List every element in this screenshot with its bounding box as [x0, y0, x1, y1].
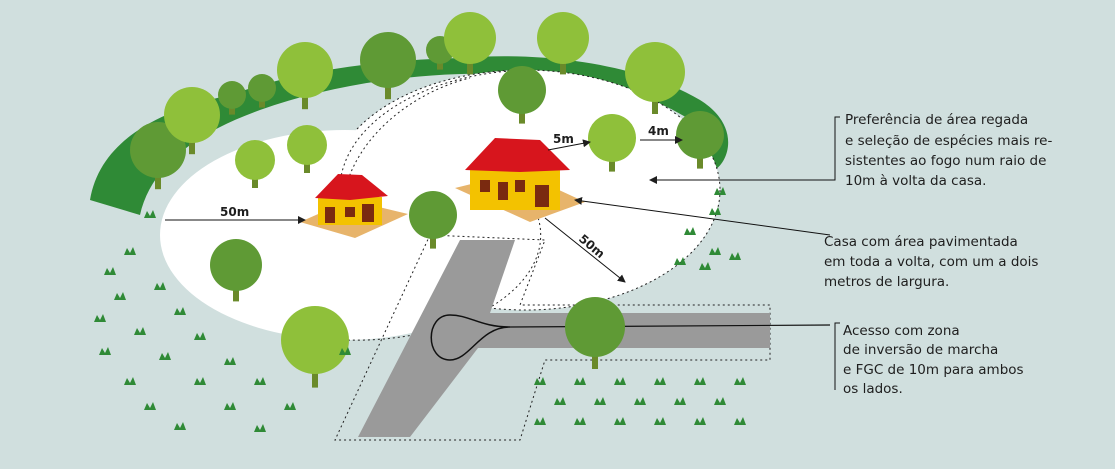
grass-tuft	[674, 397, 686, 405]
grass-tuft	[144, 402, 156, 410]
grass-tuft	[714, 187, 726, 195]
tree	[277, 42, 333, 110]
tree	[588, 114, 636, 172]
svg-text:Acesso com zona: Acesso com zona	[843, 323, 960, 339]
annotation-vegetation: Preferência de área regada e seleção de …	[845, 112, 1052, 189]
svg-text:e FGC de 10m para ambos: e FGC de 10m para ambos	[843, 362, 1024, 378]
grass-tuft	[534, 377, 546, 385]
hedge	[90, 56, 729, 215]
grass-tuft	[709, 207, 721, 215]
road-fgc-outline	[334, 234, 771, 441]
grass-tuft	[614, 377, 626, 385]
svg-text:em toda a volta, com um a dois: em toda a volta, com um a dois	[824, 254, 1038, 270]
grass-tuft	[554, 397, 566, 405]
tree	[625, 42, 685, 114]
grass	[94, 187, 746, 432]
tree	[409, 191, 457, 249]
grass-tuft	[614, 417, 626, 425]
grass-tuft	[224, 357, 236, 365]
grass-tuft	[104, 267, 116, 275]
annotation-house: Casa com área pavimentada em toda a volt…	[824, 234, 1038, 290]
tree	[210, 239, 262, 302]
tree	[537, 12, 589, 75]
tree	[218, 81, 246, 115]
tree	[164, 87, 220, 155]
grass-tuft	[729, 252, 741, 260]
svg-text:sistentes ao fogo num raio de: sistentes ao fogo num raio de	[845, 153, 1046, 169]
svg-text:e seleção de espécies mais re-: e seleção de espécies mais re-	[845, 133, 1052, 149]
grass-tuft	[734, 417, 746, 425]
grass-tuft	[254, 424, 266, 432]
grass-tuft	[654, 417, 666, 425]
grass-tuft	[714, 397, 726, 405]
trees	[130, 12, 724, 388]
grass-tuft	[284, 402, 296, 410]
dim-4m: 4m	[648, 124, 669, 138]
svg-text:10m à volta da casa.: 10m à volta da casa.	[845, 173, 986, 189]
grass-tuft	[194, 332, 206, 340]
grass-tuft	[114, 292, 126, 300]
tree	[235, 140, 275, 188]
turnaround-loop	[430, 314, 511, 361]
grass-tuft	[634, 397, 646, 405]
grass-tuft	[574, 377, 586, 385]
grass-tuft	[224, 402, 236, 410]
grass-tuft	[709, 247, 721, 255]
dim-50m-left: 50m	[220, 205, 249, 219]
grass-tuft	[154, 282, 166, 290]
tree	[360, 32, 416, 100]
tree	[498, 66, 546, 124]
dim-5m: 5m	[553, 132, 574, 146]
grass-tuft	[144, 210, 156, 218]
grass-tuft	[194, 377, 206, 385]
grass-tuft	[694, 417, 706, 425]
grass-tuft	[134, 327, 146, 335]
grass-tuft	[654, 377, 666, 385]
grass-tuft	[534, 417, 546, 425]
grass-tuft	[124, 377, 136, 385]
house-large	[455, 138, 585, 222]
tree	[444, 12, 496, 75]
grass-tuft	[94, 314, 106, 322]
grass-tuft	[99, 347, 111, 355]
tree	[287, 125, 327, 173]
tree	[676, 111, 724, 169]
svg-text:metros de largura.: metros de largura.	[824, 274, 949, 290]
svg-text:Casa com área pavimentada: Casa com área pavimentada	[824, 234, 1018, 250]
tree	[281, 306, 349, 388]
grass-tuft	[174, 307, 186, 315]
grass-tuft	[674, 257, 686, 265]
grass-tuft	[694, 377, 706, 385]
svg-text:de inversão de marcha: de inversão de marcha	[843, 342, 998, 358]
grass-tuft	[124, 247, 136, 255]
tree	[248, 74, 276, 108]
grass-tuft	[159, 352, 171, 360]
annotation-access: Acesso com zona de inversão de marcha e …	[843, 323, 1024, 397]
grass-tuft	[684, 227, 696, 235]
tree	[130, 122, 186, 190]
access-road	[358, 240, 770, 437]
grass-tuft	[594, 397, 606, 405]
grass-tuft	[339, 347, 351, 355]
grass-tuft	[699, 262, 711, 270]
svg-text:Preferência de área regada: Preferência de área regada	[845, 112, 1028, 128]
grass-tuft	[574, 417, 586, 425]
tree	[565, 297, 625, 369]
svg-text:os lados.: os lados.	[843, 381, 903, 397]
grass-tuft	[734, 377, 746, 385]
grass-tuft	[174, 422, 186, 430]
grass-tuft	[254, 377, 266, 385]
house-small	[300, 174, 408, 238]
